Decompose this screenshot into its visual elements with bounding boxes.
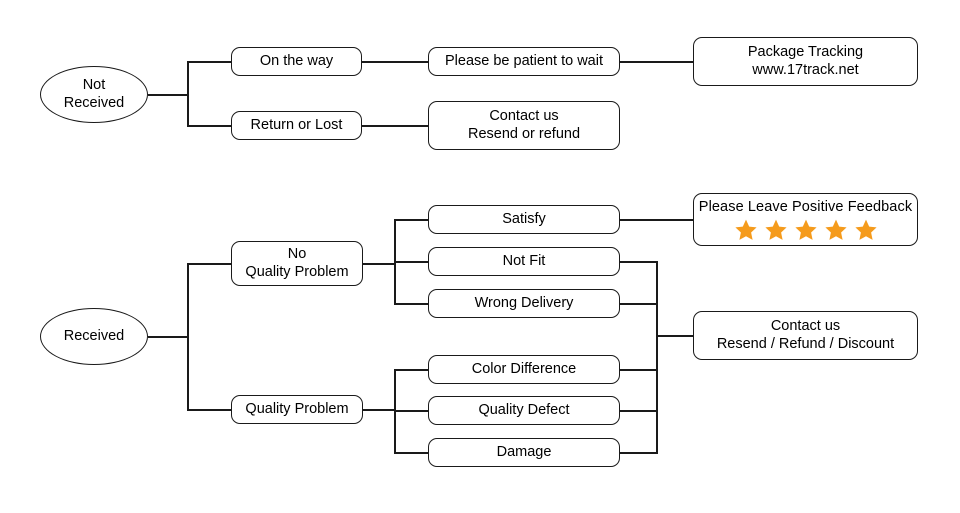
connector-qp-to-damage [394, 452, 429, 454]
connector-received-split [187, 263, 189, 410]
node-contact-us-resolution[interactable]: Contact us Resend / Refund / Discount [693, 311, 918, 360]
connector-to-quality-problem [187, 409, 232, 411]
node-positive-feedback-title: Please Leave Positive Feedback [698, 198, 913, 215]
node-contact-us-resolution-line2: Resend / Refund / Discount [716, 335, 895, 352]
connector-to-return-or-lost [187, 125, 232, 127]
connector-damage-merge [620, 452, 658, 454]
node-wrong-delivery[interactable]: Wrong Delivery [428, 289, 620, 318]
connector-not-received-split [187, 61, 189, 126]
star-icon[interactable] [734, 218, 758, 242]
node-contact-us-resolution-line1: Contact us [770, 318, 841, 335]
node-no-quality-problem[interactable]: No Quality Problem [231, 241, 363, 286]
connector-nqp-to-wrong-delivery [394, 303, 429, 305]
node-not-received-line2: Received [63, 94, 125, 111]
connector-merge-to-resolution [656, 335, 694, 337]
connector-nqp-to-satisfy [394, 219, 429, 221]
node-received-label: Received [63, 327, 125, 344]
node-on-the-way[interactable]: On the way [231, 47, 362, 76]
node-package-tracking-line1: Package Tracking [747, 44, 864, 61]
connector-to-no-quality-problem [187, 263, 232, 265]
connector-color-difference-merge [620, 369, 658, 371]
node-color-difference-label: Color Difference [471, 360, 577, 377]
connector-to-on-the-way [187, 61, 232, 63]
connector-merge-bus [656, 261, 658, 454]
node-satisfy[interactable]: Satisfy [428, 205, 620, 234]
node-quality-problem-label: Quality Problem [245, 400, 349, 417]
node-quality-defect[interactable]: Quality Defect [428, 396, 620, 425]
node-contact-us-resend-refund[interactable]: Contact us Resend or refund [428, 101, 620, 150]
connector-quality-defect-merge [620, 410, 658, 412]
connector-not-fit-merge [620, 261, 658, 263]
node-wrong-delivery-label: Wrong Delivery [474, 294, 574, 311]
node-color-difference[interactable]: Color Difference [428, 355, 620, 384]
node-no-quality-problem-line1: No [287, 246, 307, 263]
node-return-or-lost-label: Return or Lost [250, 116, 343, 133]
node-received[interactable]: Received [40, 308, 148, 365]
node-no-quality-problem-line2: Quality Problem [245, 263, 349, 280]
node-not-received[interactable]: Not Received [40, 66, 148, 123]
star-rating[interactable] [734, 218, 878, 242]
node-please-be-patient-label: Please be patient to wait [445, 52, 603, 69]
node-not-fit[interactable]: Not Fit [428, 247, 620, 276]
node-package-tracking[interactable]: Package Tracking www.17track.net [693, 37, 918, 86]
node-quality-defect-label: Quality Defect [478, 401, 570, 418]
node-not-fit-label: Not Fit [502, 252, 546, 269]
node-package-tracking-url: www.17track.net [752, 61, 859, 78]
node-quality-problem[interactable]: Quality Problem [231, 395, 363, 424]
node-contact-us-resend-refund-line1: Contact us [489, 108, 559, 125]
node-on-the-way-label: On the way [259, 52, 334, 69]
node-please-be-patient[interactable]: Please be patient to wait [428, 47, 620, 76]
star-icon[interactable] [764, 218, 788, 242]
node-damage-label: Damage [496, 443, 552, 460]
connector-not-received-stem [148, 94, 188, 96]
node-return-or-lost[interactable]: Return or Lost [231, 111, 362, 140]
node-contact-us-resend-refund-line2: Resend or refund [467, 125, 581, 142]
node-satisfy-label: Satisfy [502, 210, 546, 227]
star-icon[interactable] [794, 218, 818, 242]
connector-qp-stem [363, 409, 395, 411]
connector-return-lost-to-contact [362, 125, 429, 127]
connector-nqp-to-not-fit [394, 261, 429, 263]
connector-qp-to-quality-defect [394, 410, 429, 412]
star-icon[interactable] [824, 218, 848, 242]
connector-nqp-stem [363, 263, 395, 265]
connector-received-stem [148, 336, 188, 338]
connector-on-the-way-to-wait [362, 61, 429, 63]
node-positive-feedback[interactable]: Please Leave Positive Feedback [693, 193, 918, 246]
connector-satisfy-to-feedback [620, 219, 694, 221]
node-damage[interactable]: Damage [428, 438, 620, 467]
connector-wrong-delivery-merge [620, 303, 658, 305]
connector-wait-to-package-tracking [620, 61, 694, 63]
connector-qp-to-color-difference [394, 369, 429, 371]
star-icon[interactable] [854, 218, 878, 242]
node-not-received-line1: Not [82, 77, 106, 94]
